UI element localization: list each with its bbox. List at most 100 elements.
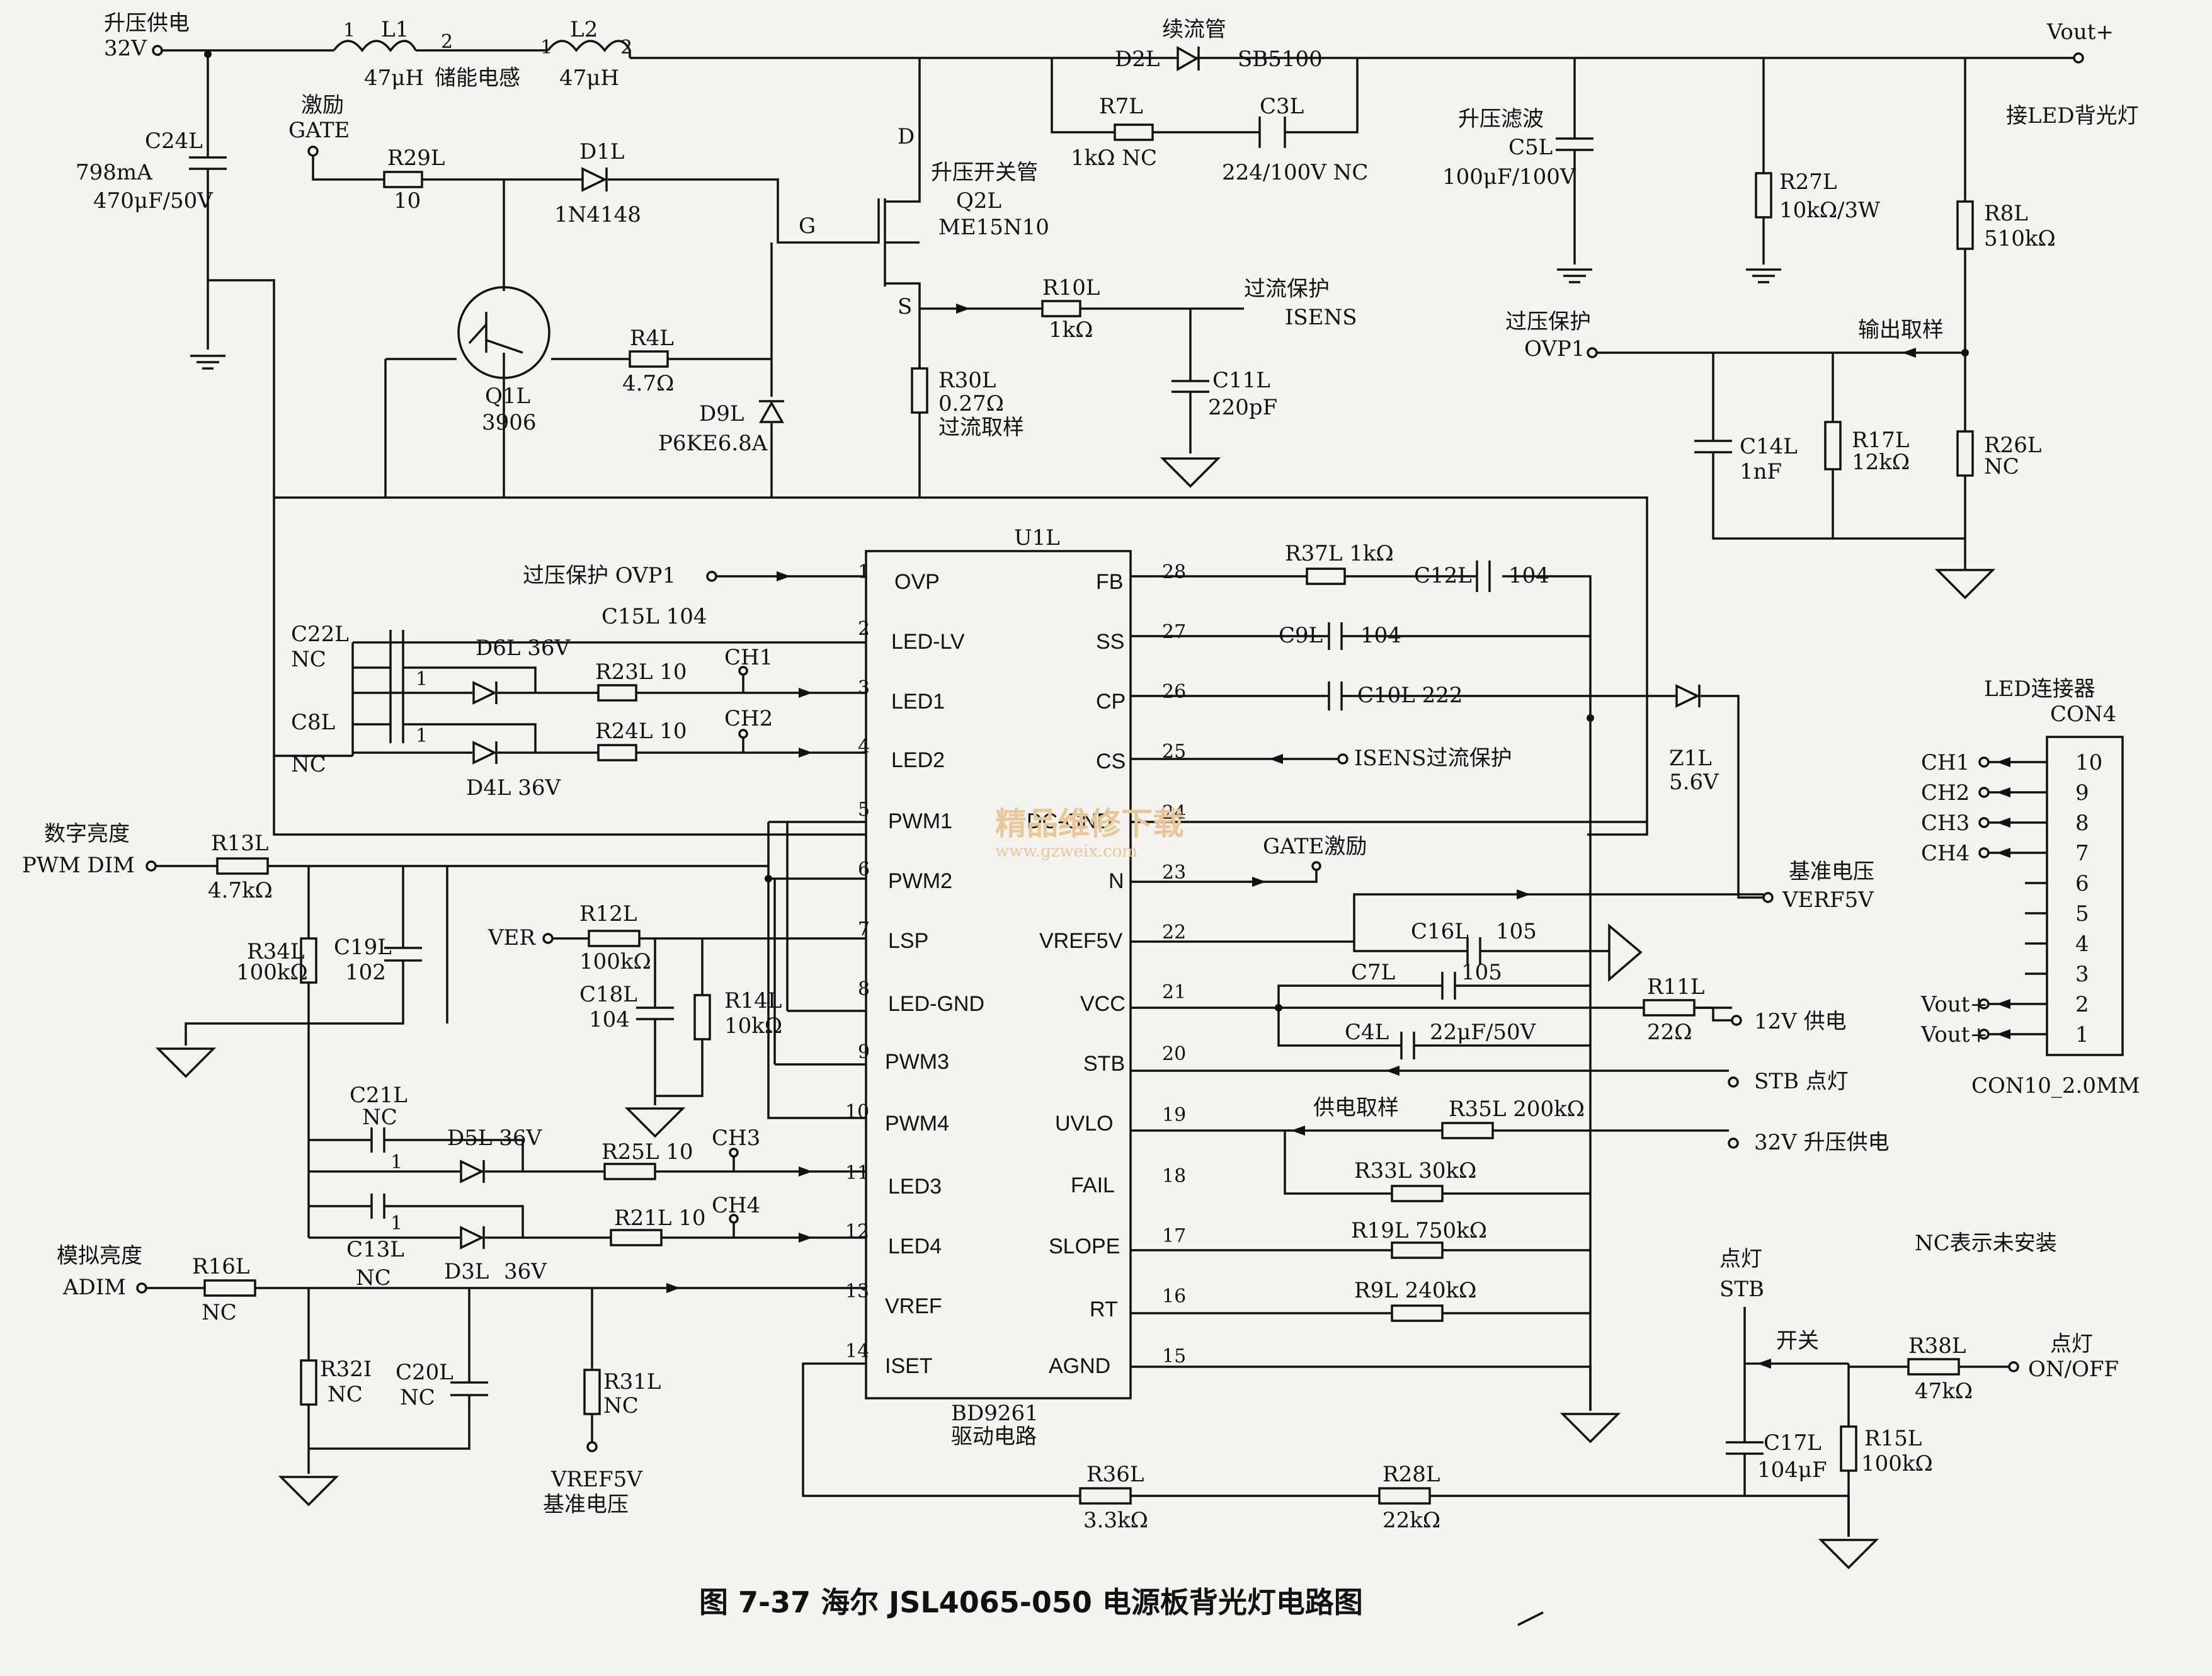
svg-text:104μF: 104μF xyxy=(1757,1457,1827,1483)
svg-text:4: 4 xyxy=(858,736,870,758)
connector-pin-label: CH2 xyxy=(1921,780,1970,806)
svg-text:Q1L: Q1L xyxy=(485,384,530,409)
svg-text:12kΩ: 12kΩ xyxy=(1852,450,1910,475)
svg-text:VCC: VCC xyxy=(1080,992,1126,1016)
svg-text:27: 27 xyxy=(1162,621,1186,643)
svg-text:16: 16 xyxy=(1162,1286,1186,1308)
svg-text:R23L 10: R23L 10 xyxy=(595,659,687,685)
svg-text:R37L 1kΩ: R37L 1kΩ xyxy=(1285,541,1394,566)
svg-text:R38L: R38L xyxy=(1908,1333,1966,1359)
svg-text:DC-GND: DC-GND xyxy=(1027,809,1112,833)
svg-text:STB: STB xyxy=(1083,1052,1125,1076)
svg-text:R12L: R12L xyxy=(579,901,637,926)
power-input: 升压供电 32V xyxy=(104,11,190,61)
svg-text:C20L: C20L xyxy=(396,1360,453,1385)
svg-text:CON10_2.0MM: CON10_2.0MM xyxy=(1971,1073,2140,1098)
svg-text:过压保护 OVP1: 过压保护 OVP1 xyxy=(523,563,676,588)
svg-text:R10L: R10L xyxy=(1042,275,1100,300)
svg-text:C17L: C17L xyxy=(1764,1430,1821,1456)
svg-text:5.6V: 5.6V xyxy=(1669,770,1719,795)
svg-text:R13L: R13L xyxy=(211,831,268,856)
svg-text:VREF: VREF xyxy=(885,1294,942,1318)
connector-arrow xyxy=(1997,848,2010,858)
svg-text:OVP1: OVP1 xyxy=(1524,336,1585,362)
svg-text:104: 104 xyxy=(1360,623,1401,648)
svg-text:R14L: R14L xyxy=(724,988,782,1013)
svg-text:G: G xyxy=(799,214,816,239)
svg-text:8: 8 xyxy=(858,978,870,1000)
svg-text:4.7kΩ: 4.7kΩ xyxy=(208,878,273,903)
power-in-label: 升压供电 xyxy=(104,11,190,36)
vout-desc: 接LED背光灯 xyxy=(2006,103,2139,128)
svg-text:100kΩ: 100kΩ xyxy=(1861,1451,1933,1476)
svg-text:LED-LV: LED-LV xyxy=(891,630,965,654)
connector-terminal[interactable] xyxy=(1978,817,1990,828)
l1-value: 47μH xyxy=(364,66,424,91)
svg-text:100kΩ: 100kΩ xyxy=(236,960,308,985)
connector-terminal[interactable] xyxy=(1978,847,1990,858)
svg-text:5: 5 xyxy=(858,799,870,821)
svg-text:102: 102 xyxy=(345,960,386,985)
svg-text:22kΩ: 22kΩ xyxy=(1382,1508,1440,1533)
svg-text:19: 19 xyxy=(1162,1104,1186,1126)
terminal-32v[interactable] xyxy=(152,45,163,56)
svg-text:R9L 240kΩ: R9L 240kΩ xyxy=(1354,1278,1476,1303)
svg-text:C21L: C21L xyxy=(350,1083,408,1108)
svg-text:R31L: R31L xyxy=(603,1369,661,1394)
svg-text:2: 2 xyxy=(620,37,632,59)
connector-pin-number: 1 xyxy=(2075,1022,2089,1047)
svg-text:C16L: C16L xyxy=(1411,919,1469,944)
svg-text:点灯: 点灯 xyxy=(2050,1331,2093,1357)
resistor-r7l xyxy=(1114,123,1154,141)
svg-text:100μF/100V: 100μF/100V xyxy=(1442,164,1576,190)
svg-text:23: 23 xyxy=(1162,862,1186,884)
svg-text:LSP: LSP xyxy=(888,929,928,953)
svg-text:激励: 激励 xyxy=(301,93,344,118)
inductor-l1 xyxy=(333,40,417,52)
svg-text:模拟亮度: 模拟亮度 xyxy=(57,1243,142,1268)
svg-text:GATE: GATE xyxy=(288,118,350,143)
svg-text:3: 3 xyxy=(858,677,870,699)
svg-text:7: 7 xyxy=(858,918,870,940)
svg-text:15: 15 xyxy=(1162,1345,1186,1367)
svg-text:升压滤波: 升压滤波 xyxy=(1458,106,1544,132)
l2-value: 47μH xyxy=(559,66,619,91)
svg-text:22μF/50V: 22μF/50V xyxy=(1430,1020,1537,1045)
svg-text:1N4148: 1N4148 xyxy=(554,202,641,227)
connector-arrow xyxy=(1997,999,2010,1009)
connector-terminal[interactable] xyxy=(1978,787,1990,798)
svg-text:R4L: R4L xyxy=(630,326,674,351)
svg-text:C18L: C18L xyxy=(579,982,637,1007)
svg-text:FAIL: FAIL xyxy=(1071,1173,1115,1197)
svg-text:C4L: C4L xyxy=(1345,1020,1389,1045)
inductor-desc: 储能电感 xyxy=(435,66,520,91)
svg-text:Z1L: Z1L xyxy=(1669,746,1712,771)
svg-text:R24L 10: R24L 10 xyxy=(595,719,687,744)
svg-text:LED3: LED3 xyxy=(888,1175,942,1199)
terminal-vout[interactable] xyxy=(2073,52,2084,64)
svg-text:6: 6 xyxy=(858,858,870,881)
svg-text:21: 21 xyxy=(1162,981,1186,1003)
svg-text:510kΩ: 510kΩ xyxy=(1984,226,2056,251)
svg-text:NC表示未安装: NC表示未安装 xyxy=(1915,1231,2057,1256)
connector-pin-number: 6 xyxy=(2075,871,2089,896)
svg-text:NC: NC xyxy=(356,1265,391,1291)
svg-text:ISET: ISET xyxy=(885,1354,933,1378)
ic-desc: 驱动电路 xyxy=(951,1424,1037,1449)
ic-u1l xyxy=(865,550,1132,1400)
svg-text:C8L: C8L xyxy=(291,710,335,735)
svg-text:47kΩ: 47kΩ xyxy=(1915,1379,1973,1404)
svg-text:R11L: R11L xyxy=(1647,974,1704,1000)
svg-text:供电取样: 供电取样 xyxy=(1313,1095,1399,1120)
svg-text:1: 1 xyxy=(540,37,552,59)
svg-text:2: 2 xyxy=(441,31,453,53)
connector-terminal[interactable] xyxy=(1978,756,1990,768)
svg-text:14: 14 xyxy=(845,1340,869,1362)
svg-text:Q2L: Q2L xyxy=(956,188,1001,214)
svg-text:基准电压: 基准电压 xyxy=(1789,859,1874,884)
svg-text:C9L: C9L xyxy=(1279,623,1323,648)
svg-text:104: 104 xyxy=(1508,563,1549,588)
connector-arrow xyxy=(1997,787,2010,797)
svg-text:CH3: CH3 xyxy=(712,1126,760,1151)
svg-text:点灯: 点灯 xyxy=(1719,1246,1762,1272)
